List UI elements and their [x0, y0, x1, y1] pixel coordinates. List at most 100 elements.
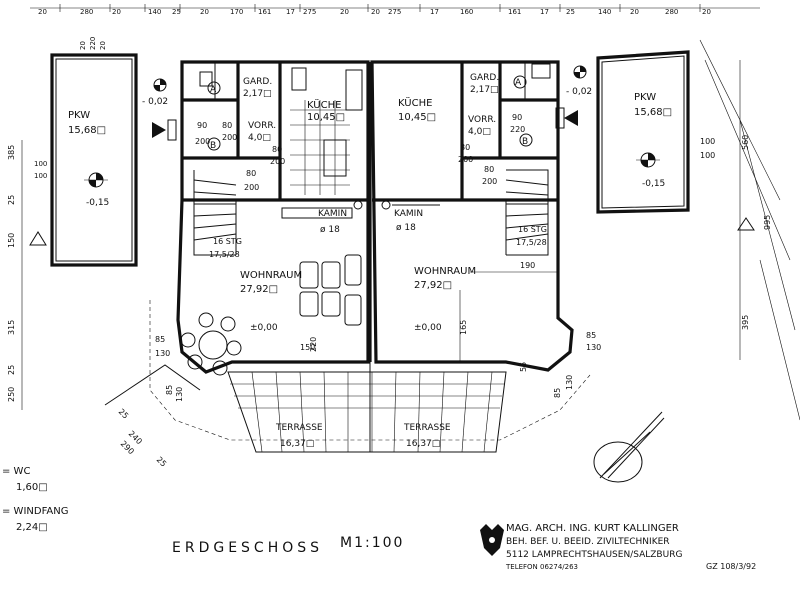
stair-label: 16 STG: [518, 225, 547, 234]
top-dim: 20: [200, 8, 209, 16]
entry-right-elev: - 0,02: [566, 87, 592, 97]
svg-text:85: 85: [553, 388, 562, 398]
door-label: 200: [244, 183, 259, 192]
svg-text:25: 25: [7, 365, 16, 375]
unit-left-walls: [180, 62, 368, 376]
top-dim: 25: [566, 8, 575, 16]
carport-left-top-dim: 220: [89, 37, 97, 50]
door-label: 150: [300, 343, 315, 352]
carport-right-side-dim: 100: [700, 151, 715, 160]
triangle-marker-icon: [737, 217, 755, 231]
top-dim: 280: [80, 8, 93, 16]
wohnraum-area: 27,92□: [414, 280, 452, 291]
top-dim: 20: [702, 8, 711, 16]
vorr-area: 4,0□: [468, 127, 491, 137]
svg-text:25: 25: [155, 455, 169, 469]
svg-text:995: 995: [763, 215, 772, 230]
kamin-dia: ø 18: [396, 223, 416, 233]
carport-left-title: PKW: [68, 110, 90, 121]
entry-left: - 0,02: [142, 78, 177, 141]
bay-dims-right: 85 130 85 130: [553, 331, 601, 398]
kuche-label: KÜCHE: [307, 98, 341, 111]
top-dim: 20: [630, 8, 639, 16]
unit-right-walls: [372, 62, 558, 362]
wohnraum-label: WOHNRAUM: [414, 266, 476, 277]
mark-a: A: [515, 78, 522, 88]
gard-label: GARD.: [470, 73, 499, 83]
terraces: [104, 300, 591, 453]
door-label: 200: [222, 133, 237, 142]
carport-right-side-dim: 100: [700, 137, 715, 146]
legend-area: 1,60□: [16, 482, 48, 493]
svg-text:130: 130: [586, 343, 601, 352]
stair-ratio: 17,5/28: [516, 238, 547, 247]
door-label: 80: [222, 121, 232, 130]
top-dim: 275: [388, 8, 401, 16]
carport-left-elev: -0,15: [86, 198, 109, 208]
svg-text:85: 85: [155, 335, 165, 344]
kamin-label: KAMIN: [318, 209, 347, 219]
level-marker-icon: [636, 152, 660, 168]
entrance-arrow-icon: [152, 122, 166, 138]
svg-text:315: 315: [7, 320, 16, 335]
entry-left-elev: - 0,02: [142, 97, 168, 107]
top-dim: 17: [430, 8, 439, 16]
terrasse-area: 16,37□: [406, 439, 440, 449]
architect-line2: BEH. BEF. U. BEEID. ZIVILTECHNIKER: [506, 537, 670, 547]
kuche-area: 10,45□: [398, 112, 436, 123]
door-label: 200: [458, 155, 473, 164]
top-dim: 140: [598, 8, 611, 16]
level-marker-icon: [153, 78, 167, 92]
carport-left-top-dim: 20: [79, 41, 87, 50]
dim-165: 165: [459, 320, 468, 335]
wohnraum-label: WOHNRAUM: [240, 270, 302, 281]
stair-label: 16 STG: [213, 237, 242, 246]
north-arrow-icon: [593, 411, 665, 483]
unit-left-labels: GARD. 2,17□ VORR. 4,0□ KÜCHE 10,45□ KAMI…: [195, 77, 347, 449]
vorr-label: VORR.: [248, 121, 276, 131]
svg-text:85: 85: [165, 385, 174, 395]
house-outline: [176, 60, 574, 374]
door-label: 200: [482, 177, 497, 186]
svg-text:130: 130: [155, 349, 170, 358]
svg-text:130: 130: [565, 375, 574, 390]
svg-text:395: 395: [741, 315, 750, 330]
door-label: 80: [246, 169, 256, 178]
door-label: 80: [484, 165, 494, 174]
dim-55: 55: [519, 362, 528, 372]
carport-left-side-dim: 100: [34, 172, 47, 180]
architect-stamp: MAG. ARCH. ING. KURT KALLINGER BEH. BEF.…: [480, 523, 682, 571]
svg-text:85: 85: [586, 331, 596, 340]
coat-of-arms-icon: [480, 524, 504, 556]
door-label: 200: [195, 137, 210, 146]
top-dim: 140: [148, 8, 161, 16]
legend-eq: = WC: [2, 466, 30, 477]
vorr-label: VORR.: [468, 115, 496, 125]
door-label: 80: [460, 143, 470, 152]
terrasse-label: TERRASSE: [403, 423, 451, 433]
mark-a: A: [210, 85, 217, 95]
svg-text:25: 25: [7, 195, 16, 205]
bay-dims-left: 85 130 85 130 25 240 290 25: [117, 335, 184, 469]
document-number: GZ 108/3/92: [706, 562, 756, 571]
svg-text:130: 130: [175, 387, 184, 402]
top-dim: 161: [258, 8, 271, 16]
svg-text:560: 560: [741, 135, 750, 150]
top-dim: 25: [172, 8, 181, 16]
legend-area: 2,24□: [16, 522, 48, 533]
architect-line4: TELEFON 06274/263: [505, 563, 578, 571]
right-margin-dims: 560 995 395: [741, 135, 772, 330]
legend-eq: = WINDFANG: [2, 506, 68, 517]
carport-right-area: 15,68□: [634, 107, 672, 118]
level-marker-icon: [84, 172, 108, 188]
svg-text:250: 250: [7, 387, 16, 402]
top-dim: 170: [230, 8, 243, 16]
svg-text:25: 25: [117, 407, 131, 421]
top-dim: 17: [540, 8, 549, 16]
carport-right: PKW 15,68□ -0,15 100 100: [596, 50, 755, 231]
wohnraum-area: 27,92□: [240, 284, 278, 295]
kamin-dia: ø 18: [320, 225, 340, 235]
kuche-area: 10,45□: [307, 112, 345, 123]
top-dim: 160: [460, 8, 473, 16]
